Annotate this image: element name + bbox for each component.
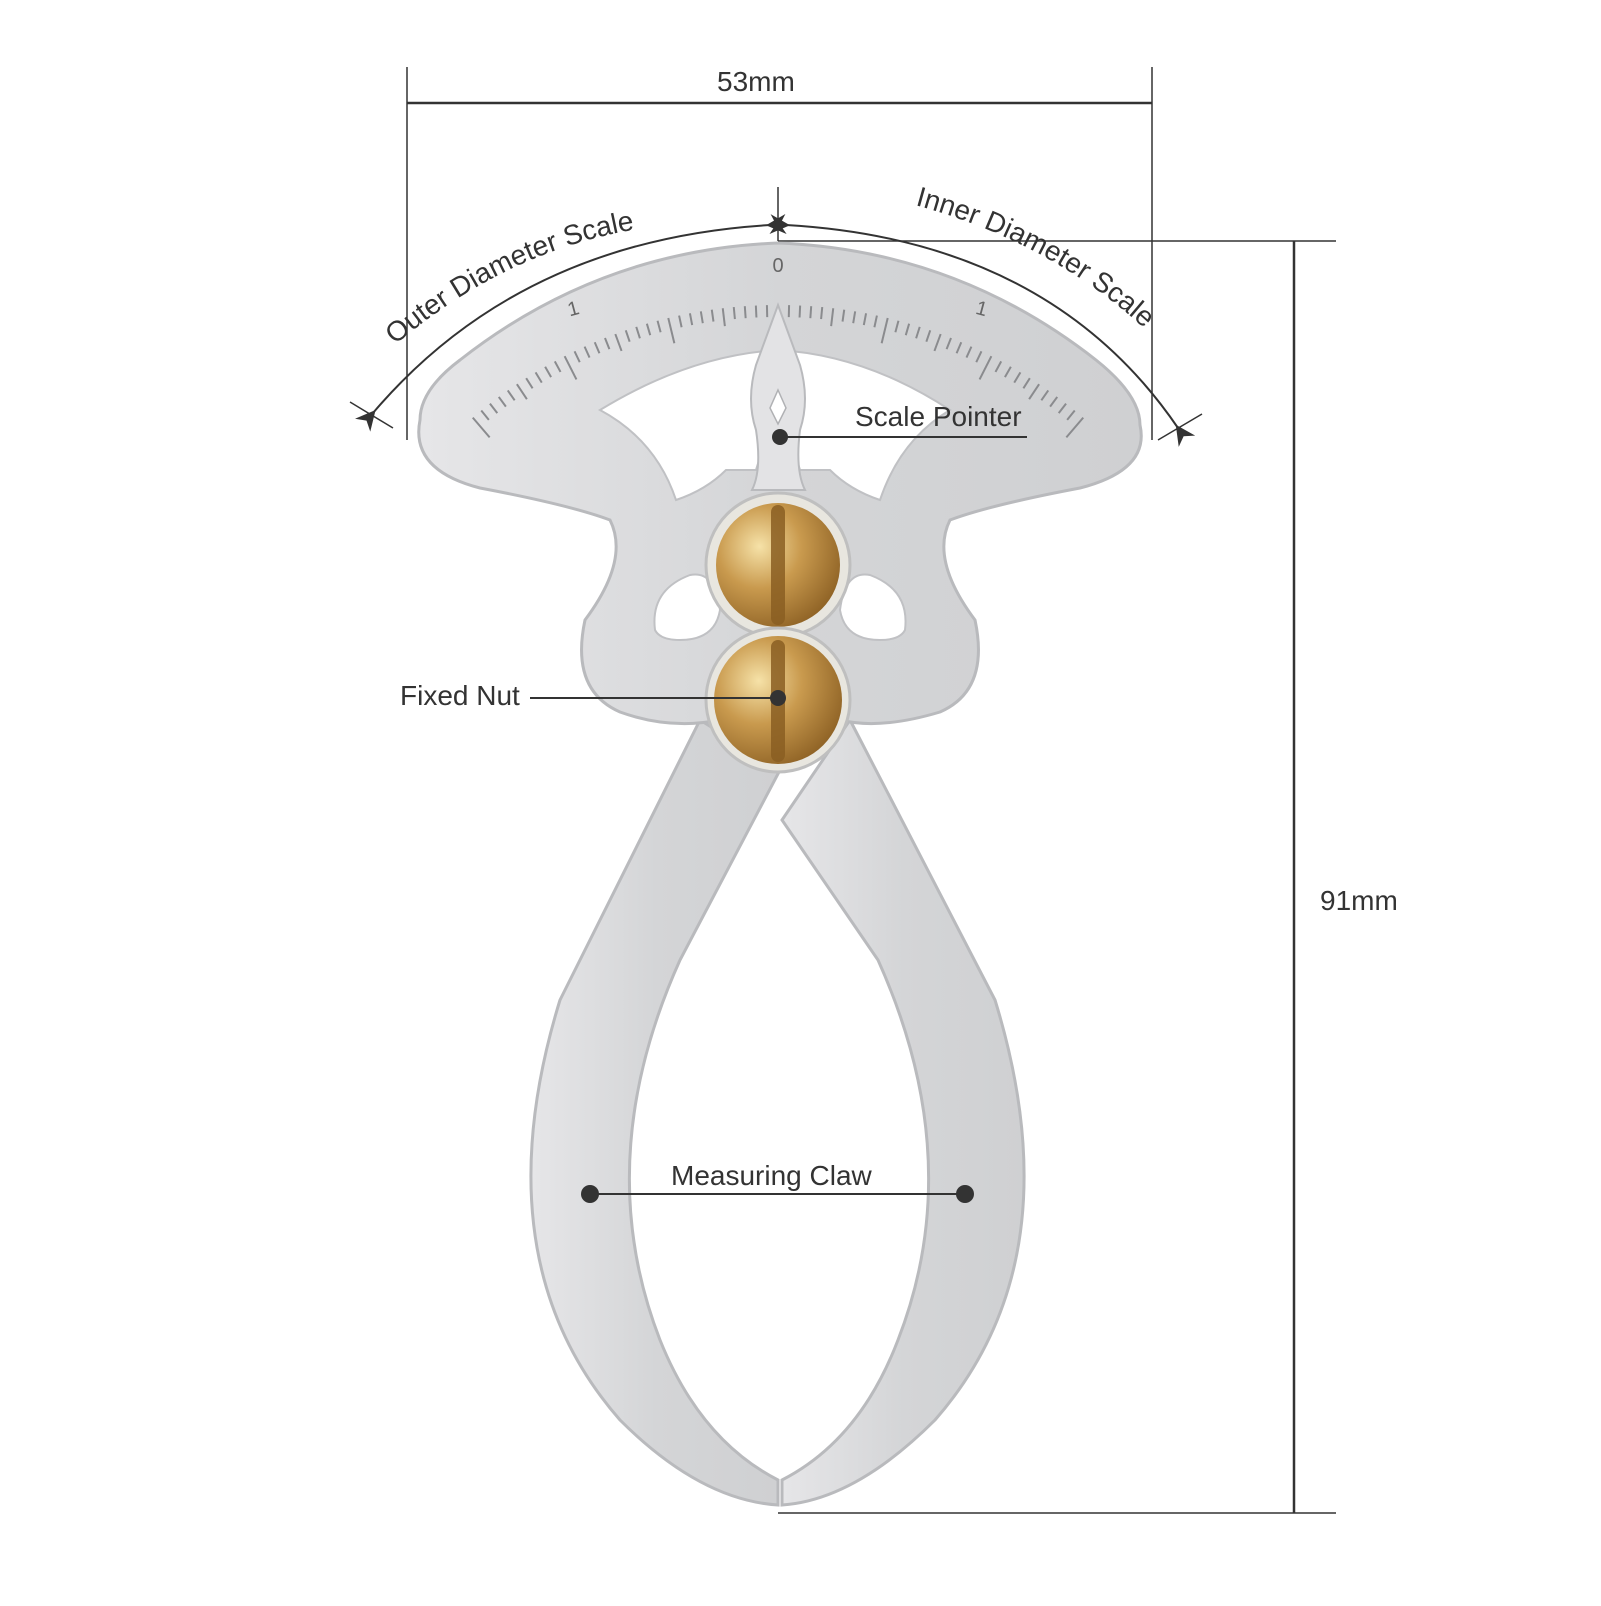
tick-label-zero: 0 (772, 255, 783, 277)
fixed-nut-label: Fixed Nut (400, 682, 520, 710)
measuring-claw-label: Measuring Claw (671, 1162, 872, 1190)
height-dimension-label: 91mm (1320, 887, 1398, 915)
left-claw (531, 720, 780, 1505)
right-claw (782, 720, 1024, 1505)
width-dimension-label: 53mm (717, 68, 795, 96)
scale-pointer-label: Scale Pointer (855, 403, 1022, 431)
upper-nut (706, 493, 850, 637)
